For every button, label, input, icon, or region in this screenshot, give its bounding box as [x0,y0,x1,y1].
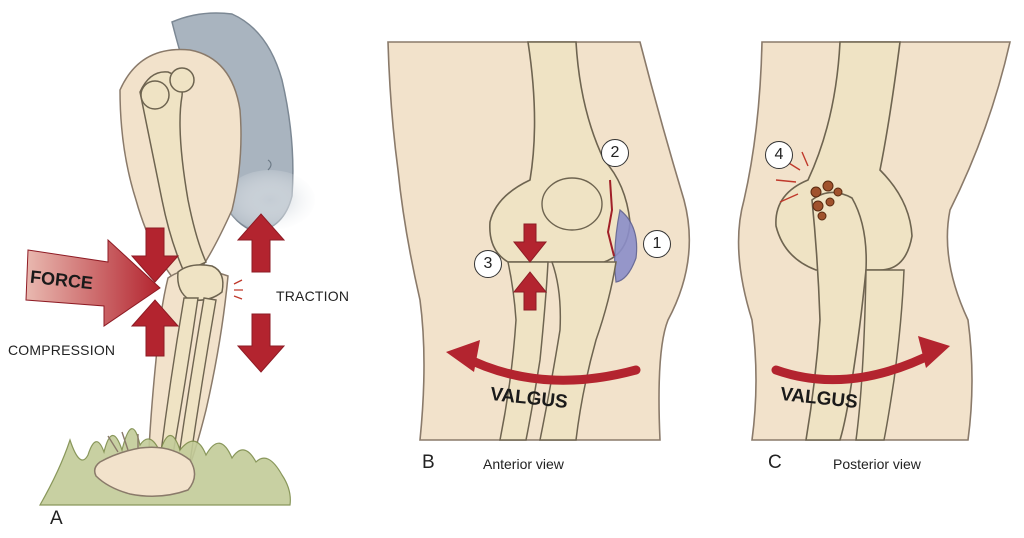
panel-c-letter: C [768,452,782,474]
marker-3: 3 [474,250,502,278]
traction-label: TRACTION [276,288,349,304]
traction-arrow-down [238,314,284,372]
marker-2: 2 [601,139,629,167]
panel-c-illustration [739,42,1010,440]
elbow-joint-bones [178,265,223,300]
panel-b-view-caption: Anterior view [483,456,564,472]
marker-1: 1 [643,230,671,258]
panel-a-illustration [26,13,315,505]
compression-label: COMPRESSION [8,342,115,358]
marker-4: 4 [765,141,793,169]
panel-c-view-caption: Posterior view [833,456,921,472]
panel-b-letter: B [422,452,435,474]
panel-a-letter: A [50,508,63,530]
